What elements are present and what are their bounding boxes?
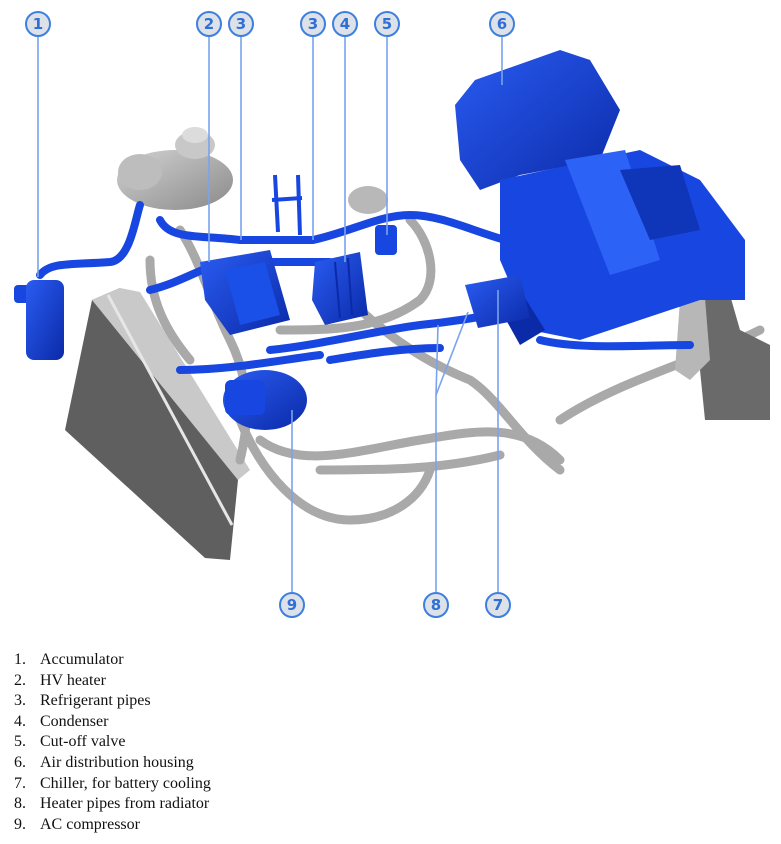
callout-8: 8 (423, 592, 449, 618)
legend-number: 7. (14, 774, 26, 792)
legend-text: HV heater (40, 671, 106, 689)
callout-6: 6 (489, 11, 515, 37)
legend-item: 3. Refrigerant pipes (14, 691, 211, 712)
bracket (271, 174, 303, 236)
legend-number: 8. (14, 795, 26, 813)
legend-item: 1. Accumulator (14, 650, 211, 671)
legend-text: AC compressor (40, 815, 140, 833)
callout-5: 5 (374, 11, 400, 37)
diagram-illustration (14, 37, 770, 592)
legend-item: 2. HV heater (14, 671, 211, 692)
callout-3a: 3 (228, 11, 254, 37)
component-legend: 1. Accumulator 2. HV heater 3. Refrigerant … (14, 650, 211, 835)
legend-text: Chiller, for battery cooling (40, 774, 211, 792)
cut-off-valve (348, 186, 397, 255)
callout-1: 1 (25, 11, 51, 37)
legend-text: Accumulator (40, 651, 124, 668)
legend-item: 5. Cut-off valve (14, 732, 211, 753)
legend-text: Cut-off valve (40, 733, 126, 751)
air-distribution-housing (455, 50, 745, 345)
legend-text: Air distribution housing (40, 753, 194, 771)
coolant-reservoir (117, 127, 233, 210)
callout-9: 9 (279, 592, 305, 618)
legend-number: 2. (14, 671, 26, 689)
legend-item: 9. AC compressor (14, 815, 211, 836)
legend-item: 8. Heater pipes from radiator (14, 794, 211, 815)
legend-number: 1. (14, 651, 26, 668)
hv-heater (200, 250, 290, 335)
ac-compressor (223, 370, 307, 430)
legend-text: Refrigerant pipes (40, 692, 151, 710)
legend-number: 9. (14, 815, 26, 833)
legend-number: 4. (14, 712, 26, 730)
legend-number: 5. (14, 733, 26, 751)
component-diagram: 1 2 3 3 4 5 6 9 8 7 (14, 11, 770, 618)
callout-7: 7 (485, 592, 511, 618)
legend-item: 4. Condenser (14, 712, 211, 733)
condenser (312, 252, 368, 325)
callout-2: 2 (196, 11, 222, 37)
legend-number: 6. (14, 753, 26, 771)
callout-4: 4 (332, 11, 358, 37)
radiator (65, 288, 250, 560)
legend-text: Heater pipes from radiator (40, 795, 210, 813)
leader-lines (37, 37, 503, 592)
legend-number: 3. (14, 692, 26, 710)
legend-item: 7. Chiller, for battery cooling (14, 774, 211, 795)
air-duct (675, 295, 770, 420)
legend-text: Condenser (40, 712, 109, 730)
accumulator (14, 280, 64, 360)
callout-3b: 3 (300, 11, 326, 37)
legend-item: 6. Air distribution housing (14, 753, 211, 774)
